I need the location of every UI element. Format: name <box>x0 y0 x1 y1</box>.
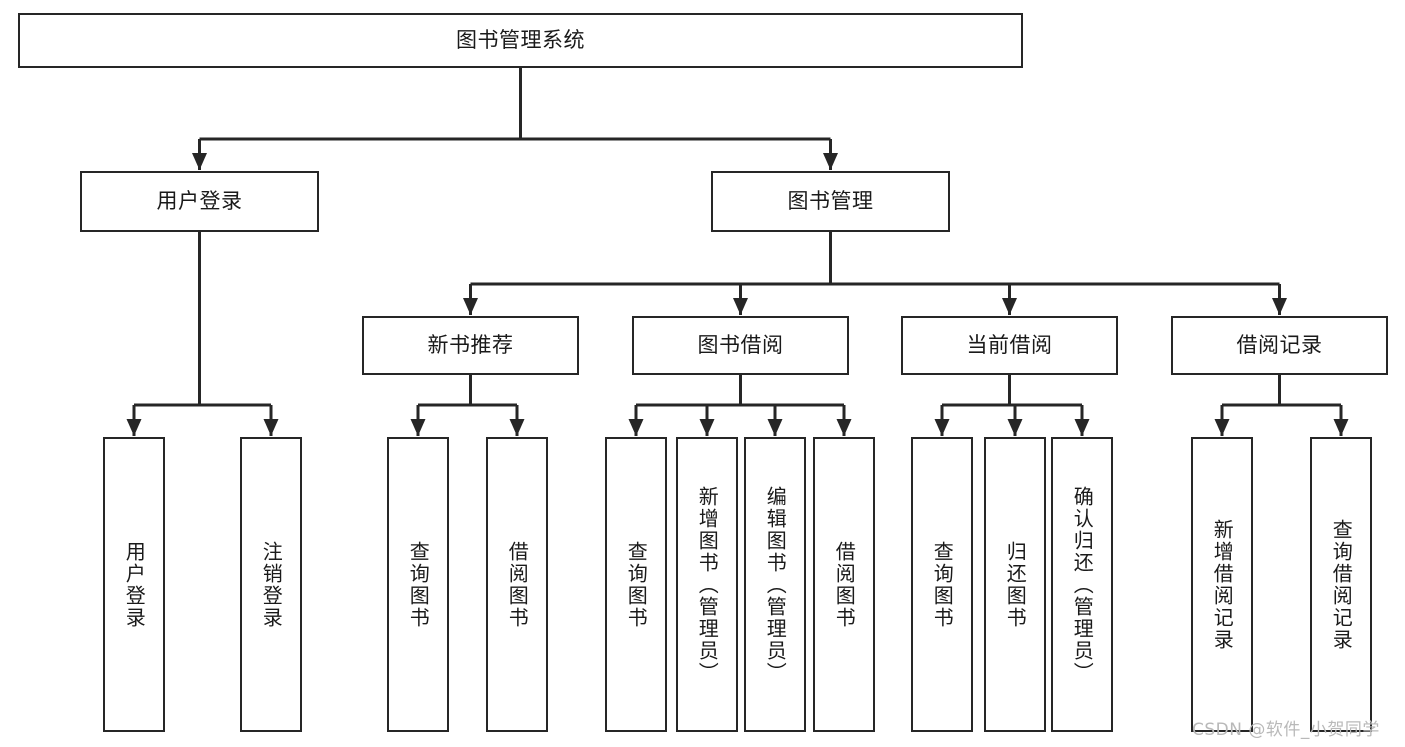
node-label: 查询图书 <box>406 540 431 629</box>
node-label: 编辑图书（管理员） <box>763 485 788 684</box>
node-leaf-query-book-borrow[interactable]: 查询图书 <box>605 437 667 732</box>
node-leaf-return-book[interactable]: 归还图书 <box>984 437 1046 732</box>
node-leaf-confirm-return-admin[interactable]: 确认归还（管理员） <box>1051 437 1113 732</box>
node-label: 当前借阅 <box>966 332 1053 357</box>
node-label: 查询借阅记录 <box>1329 518 1354 651</box>
node-label: 注销登录 <box>259 540 284 629</box>
node-root[interactable]: 图书管理系统 <box>18 13 1023 68</box>
node-leaf-user-logout[interactable]: 注销登录 <box>240 437 302 732</box>
node-book-management[interactable]: 图书管理 <box>711 171 950 232</box>
node-label: 用户登录 <box>122 540 147 629</box>
node-new-book-recommend[interactable]: 新书推荐 <box>362 316 579 375</box>
node-current-borrow[interactable]: 当前借阅 <box>901 316 1118 375</box>
node-label: 图书管理系统 <box>456 27 585 52</box>
node-leaf-add-book-admin[interactable]: 新增图书（管理员） <box>676 437 738 732</box>
node-label: 确认归还（管理员） <box>1070 485 1095 684</box>
node-leaf-query-book-current[interactable]: 查询图书 <box>911 437 973 732</box>
node-leaf-add-borrow-record[interactable]: 新增借阅记录 <box>1191 437 1253 732</box>
node-label: 借阅图书 <box>505 540 530 629</box>
node-label: 新增借阅记录 <box>1210 518 1235 651</box>
node-leaf-edit-book-admin[interactable]: 编辑图书（管理员） <box>744 437 806 732</box>
node-label: 借阅记录 <box>1236 332 1323 357</box>
node-label: 查询图书 <box>624 540 649 629</box>
node-leaf-borrow-book[interactable]: 借阅图书 <box>813 437 875 732</box>
node-label: 图书管理 <box>787 188 874 213</box>
node-leaf-query-borrow-record[interactable]: 查询借阅记录 <box>1310 437 1372 732</box>
node-book-borrow[interactable]: 图书借阅 <box>632 316 849 375</box>
node-user-login[interactable]: 用户登录 <box>80 171 319 232</box>
node-leaf-borrow-book-recommend[interactable]: 借阅图书 <box>486 437 548 732</box>
node-label: 归还图书 <box>1003 540 1028 629</box>
node-label: 借阅图书 <box>832 540 857 629</box>
node-label: 用户登录 <box>156 188 243 213</box>
node-leaf-user-login[interactable]: 用户登录 <box>103 437 165 732</box>
watermark-label: CSDN @软件_小贺同学 <box>1192 720 1380 740</box>
node-label: 图书借阅 <box>697 332 784 357</box>
node-label: 新增图书（管理员） <box>695 485 720 684</box>
node-label: 查询图书 <box>930 540 955 629</box>
node-leaf-query-book-recommend[interactable]: 查询图书 <box>387 437 449 732</box>
node-borrow-records[interactable]: 借阅记录 <box>1171 316 1388 375</box>
node-label: 新书推荐 <box>427 332 514 357</box>
